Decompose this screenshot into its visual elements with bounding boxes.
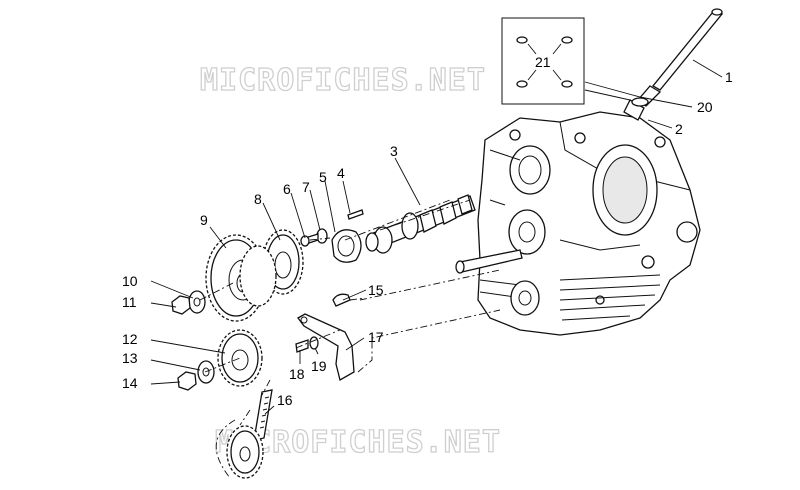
callout-8: 8: [254, 191, 262, 207]
key-15: [332, 293, 351, 307]
lower-shaft: [455, 249, 523, 274]
dowel-pin: [347, 209, 364, 220]
gear-12: [217, 329, 263, 387]
oring-kit-box: [501, 17, 585, 105]
gear-9: [205, 234, 277, 322]
washer-10: [188, 290, 206, 314]
callout-2: 2: [675, 121, 683, 137]
dipstick: [637, 8, 724, 107]
callout-14: 14: [122, 375, 138, 391]
callout-1: 1: [725, 69, 733, 85]
crank-sprocket: [226, 425, 264, 479]
callout-labels: 1 2 3 4 5 7 6 8 9 10 11 12 13 14 15 16 1…: [122, 54, 733, 408]
callout-5: 5: [319, 169, 327, 185]
leader-lines: [150, 59, 723, 415]
timing-chain: [253, 389, 273, 441]
callout-19: 19: [311, 358, 327, 374]
callout-12: 12: [122, 331, 138, 347]
o-ring: [631, 97, 649, 107]
callout-18: 18: [289, 366, 305, 382]
callout-16: 16: [277, 392, 293, 408]
callout-21: 21: [535, 54, 551, 70]
nut-11: [171, 295, 191, 315]
callout-11: 11: [122, 294, 137, 310]
callout-6: 6: [283, 181, 291, 197]
flange-plate: [331, 229, 362, 263]
callout-20: 20: [697, 99, 713, 115]
washer-19: [309, 336, 319, 350]
bolt-6: [300, 233, 319, 247]
callout-15: 15: [368, 282, 384, 298]
callout-4: 4: [337, 165, 345, 181]
cylinder-head: [477, 111, 701, 336]
callout-9: 9: [200, 212, 208, 228]
callout-17: 17: [368, 329, 384, 345]
callout-10: 10: [122, 273, 138, 289]
camshaft: [365, 194, 476, 254]
nut-14: [177, 371, 197, 391]
callout-13: 13: [122, 350, 138, 366]
alignment-lines: [199, 199, 501, 479]
callout-7: 7: [302, 179, 310, 195]
watermark-top: MICROFICHES.NET: [200, 63, 486, 98]
tensioner-arm: [297, 313, 355, 381]
callout-3: 3: [390, 143, 398, 159]
